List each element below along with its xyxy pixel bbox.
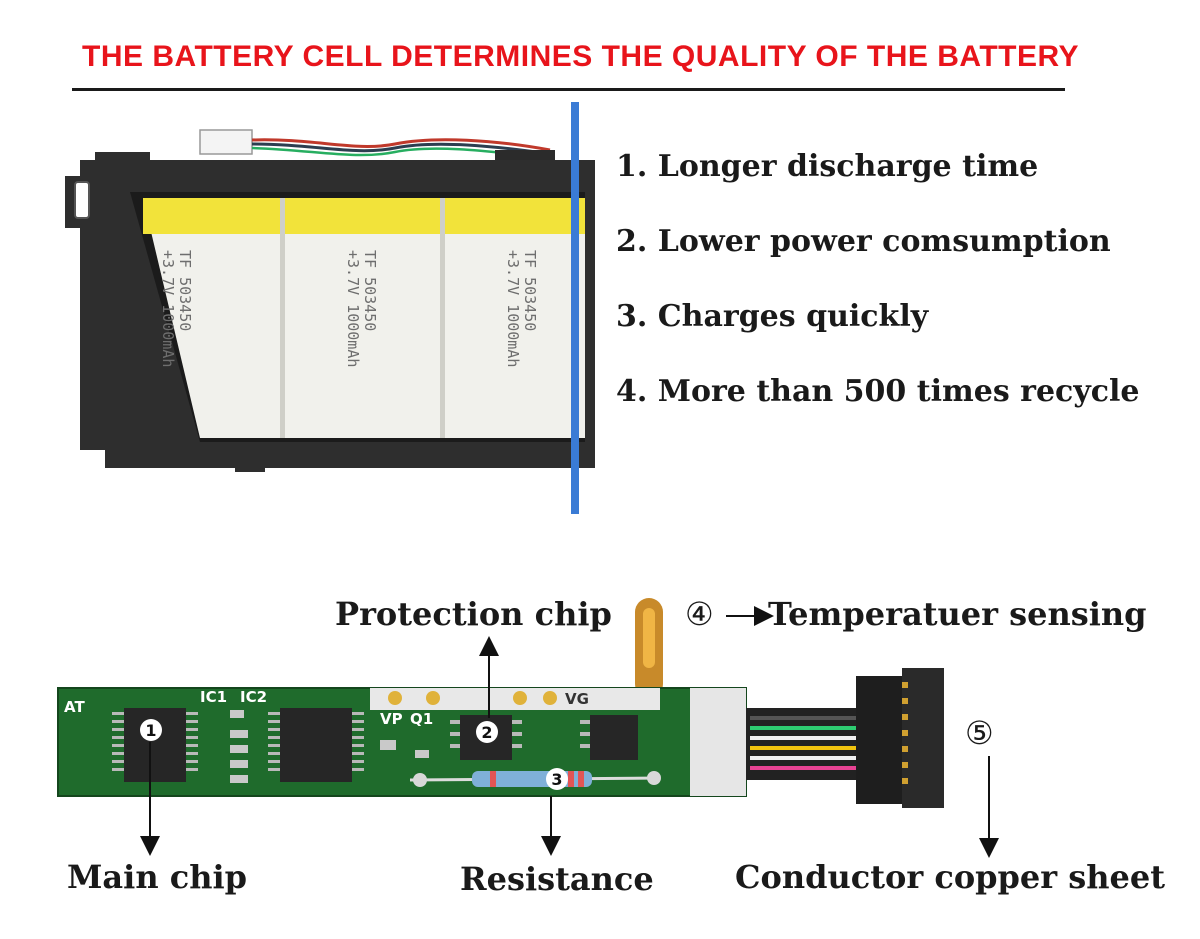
page-title: THE BATTERY CELL DETERMINES THE QUALITY … xyxy=(82,40,1080,73)
feature-item: 2. Lower power comsumption xyxy=(616,224,1111,259)
label-connector-number: ⑤ xyxy=(965,714,994,752)
label-main-chip: Main chip xyxy=(67,858,247,896)
silk-ic1: IC1 xyxy=(200,688,227,706)
label-conductor-copper-sheet: Conductor copper sheet xyxy=(735,858,1166,896)
silk-q1: Q1 xyxy=(410,710,433,728)
silk-vp: VP xyxy=(380,710,403,728)
silk-vg: VG xyxy=(565,690,589,708)
cell-label-3: TF 503450 xyxy=(521,250,539,331)
marker-3: 3 xyxy=(551,770,562,789)
marker-1: 1 xyxy=(145,721,156,740)
feature-item: 4. More than 500 times recycle xyxy=(616,374,1140,409)
protection-board-image: AT IC1 IC2 VP Q1 VG 1 2 3 xyxy=(57,598,944,808)
label-protection-chip: Protection chip xyxy=(335,595,612,633)
marker-2: 2 xyxy=(481,723,492,742)
battery-cells xyxy=(143,198,585,438)
feature-item: 3. Charges quickly xyxy=(616,299,929,334)
label-resistance: Resistance xyxy=(460,860,654,898)
silk-ic2: IC2 xyxy=(240,688,267,706)
silk-at: AT xyxy=(64,698,85,716)
label-temperature-number: ④ xyxy=(685,595,714,633)
battery-pack-image: TF 503450 +3.7V 1000mAh TF 503450 +3.7V … xyxy=(65,102,595,514)
cell-label-1b: +3.7V 1000mAh xyxy=(159,250,177,367)
label-temperature-sensing: Temperatuer sensing xyxy=(768,595,1147,633)
cell-label-1: TF 503450 xyxy=(176,250,194,331)
feature-list: 1. Longer discharge time 2. Lower power … xyxy=(616,148,1140,448)
feature-item: 1. Longer discharge time xyxy=(616,149,1039,184)
title-underline xyxy=(72,88,1065,91)
cell-label-2: TF 503450 xyxy=(361,250,379,331)
cell-label-3b: +3.7V 1000mAh xyxy=(504,250,522,367)
cell-label-2b: +3.7V 1000mAh xyxy=(344,250,362,367)
